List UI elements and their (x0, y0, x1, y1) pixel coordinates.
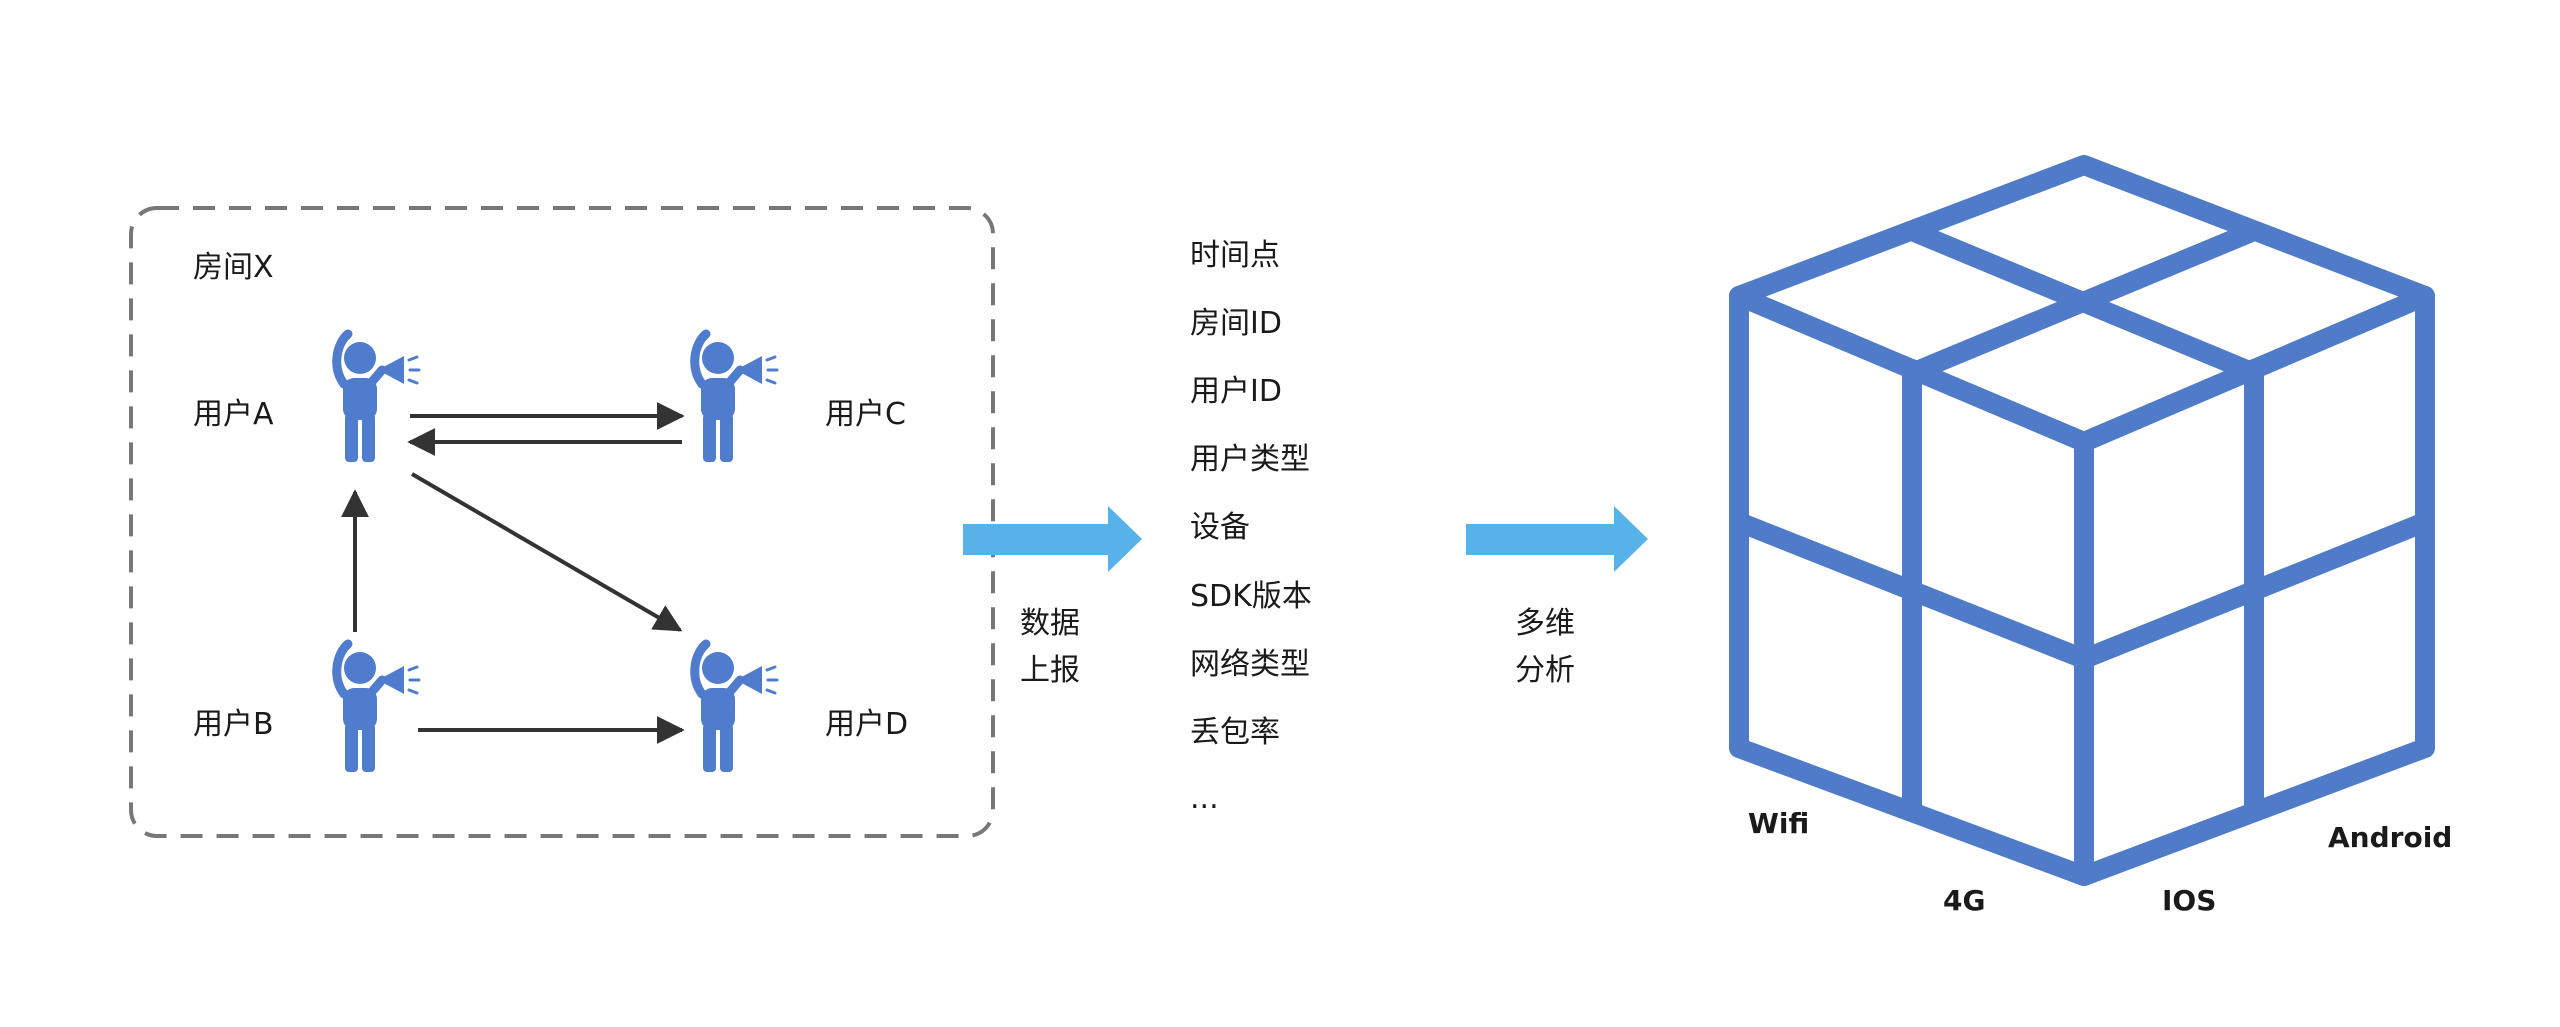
analysis-label-line1: 多维 (1515, 606, 1575, 641)
field-item: 设备 (1190, 510, 1250, 545)
field-item: 用户ID (1190, 374, 1282, 409)
field-item: ... (1190, 781, 1219, 816)
arrow-a-to-d (410, 472, 683, 632)
room-box (129, 206, 995, 838)
field-item: 丢包率 (1190, 715, 1280, 750)
analysis-label-line2: 分析 (1515, 653, 1575, 688)
data-cube (1729, 155, 2435, 886)
user-a-label: 用户A (193, 397, 274, 432)
user-b-icon (337, 644, 419, 772)
field-item: 用户类型 (1190, 442, 1310, 477)
user-d-label: 用户D (825, 707, 908, 742)
analysis-flow-arrow (1466, 506, 1648, 572)
room-title: 房间X (193, 250, 274, 285)
field-list: 时间点 房间ID 用户ID 用户类型 设备 SDK版本 网络类型 丢包率 ... (1190, 238, 1312, 816)
field-item: 时间点 (1190, 238, 1280, 273)
field-item: SDK版本 (1190, 579, 1312, 614)
cube-label-wifi: Wifi (1748, 807, 1809, 840)
user-c-icon (695, 334, 777, 462)
field-item: 房间ID (1190, 306, 1282, 341)
report-flow-arrow (963, 506, 1142, 572)
cube-label-ios: IOS (2162, 884, 2216, 917)
field-item: 网络类型 (1190, 647, 1310, 682)
cube-label-4g: 4G (1943, 884, 1985, 917)
user-a-icon (337, 334, 419, 462)
user-c-label: 用户C (825, 397, 906, 432)
report-label-line1: 数据 (1020, 606, 1080, 641)
report-label-line2: 上报 (1020, 653, 1080, 688)
user-d-icon (695, 644, 777, 772)
cube-label-android: Android (2328, 821, 2452, 854)
user-b-label: 用户B (193, 707, 274, 742)
